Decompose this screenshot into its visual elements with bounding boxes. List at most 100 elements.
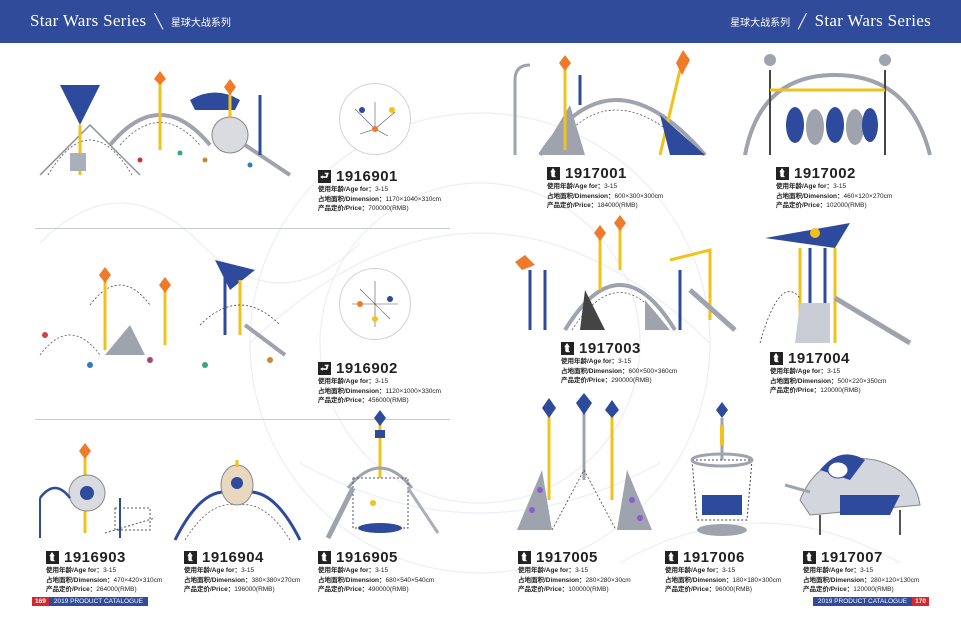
plan-view-1916902 [339,268,411,340]
dimension-value: 280×120×130cm [870,576,920,584]
price-value: 490000(RMB) [368,586,409,593]
product-info-1916904: ⮬1916904 使用年龄/Age for：3-15 占地面积/Dimensio… [184,549,301,593]
age-value: 3-15 [860,567,874,574]
age-value: 3-15 [618,358,632,365]
arrow-left-icon: ⮐ [318,170,331,183]
product-info-1916901: ⮐1916901 使用年龄/Age for：3-15 占地面积/Dimensio… [318,168,442,212]
age-value: 3-15 [375,567,389,574]
product-image-1917002 [743,54,932,156]
arrow-up-icon: ⮬ [184,551,197,564]
dimension-value: 280×280×30cm [585,576,631,584]
product-code: 1917002 [794,165,856,182]
product-code: 1916905 [336,549,398,566]
series-title-cn-right: 星球大战系列 [730,17,791,29]
product-code: 1917005 [536,549,598,566]
product-code: 1916902 [336,360,398,377]
price-value: 290000(RMB) [611,377,652,384]
dimension-value: 680×540×540cm [385,576,435,584]
product-info-1917005: ⮬1917005 使用年龄/Age for：3-15 占地面积/Dimensio… [518,549,631,593]
product-image-1916902 [39,260,287,368]
arrow-up-icon: ⮬ [561,342,574,355]
product-image-1917006 [690,402,754,536]
product-image-1917001 [513,50,707,157]
age-value: 3-15 [241,567,255,574]
arrow-up-icon: ⮬ [547,167,560,180]
product-image-1917003 [515,215,737,332]
age-value: 3-15 [833,183,847,190]
header-right: 星球大战系列 ╱ Star Wars Series [730,11,931,31]
dimension-value: 600×300×300cm [614,192,664,200]
product-image-1917005 [517,393,652,531]
arrow-up-icon: ⮬ [770,352,783,365]
product-image-1917004 [759,223,912,346]
product-info-1917006: ⮬1917006 使用年龄/Age for：3-15 占地面积/Dimensio… [665,549,782,593]
product-code: 1916903 [64,549,126,566]
dimension-value: 1120×1000×330cm [385,387,442,395]
dimension-value: 500×220×350cm [837,377,887,385]
age-value: 3-15 [604,183,618,190]
row-divider [35,228,450,229]
price-value: 700000(RMB) [368,205,409,212]
price-value: 102000(RMB) [826,202,867,209]
product-info-1916902: ⮐1916902 使用年龄/Age for：3-15 占地面积/Dimensio… [318,360,442,404]
age-value: 3-15 [827,368,841,375]
price-value: 264000(RMB) [96,586,137,593]
product-image-1916903 [39,443,156,538]
product-code: 1917006 [683,549,745,566]
product-info-1916903: ⮬1916903 使用年龄/Age for：3-15 占地面积/Dimensio… [46,549,163,593]
price-value: 96000(RMB) [715,586,753,593]
product-info-1916905: ⮬1916905 使用年龄/Age for：3-15 占地面积/Dimensio… [318,549,435,593]
dimension-value: 470×420×310cm [113,576,163,584]
age-value: 3-15 [722,567,736,574]
arrow-up-icon: ⮬ [776,167,789,180]
arrow-up-icon: ⮬ [665,551,678,564]
age-value: 3-15 [575,567,589,574]
product-image-1916905 [325,410,440,540]
catalogue-label-right: 2019 PRODUCT CATALOGUE [812,597,913,606]
page-number-right: 170 [912,597,929,606]
page-header: Star Wars Series ╲ 星球大战系列 星球大战系列 ╱ Star … [0,0,961,43]
footer-right: 2019 PRODUCT CATALOGUE 170 [812,597,929,606]
product-info-1917007: ⮬1917007 使用年龄/Age for：3-15 占地面积/Dimensio… [803,549,920,593]
catalogue-label-left: 2019 PRODUCT CATALOGUE [48,597,149,606]
dimension-value: 180×180×300cm [732,576,782,584]
plan-view-1916901 [339,83,411,155]
product-code: 1916904 [202,549,264,566]
product-info-1917002: ⮬1917002 使用年龄/Age for：3-15 占地面积/Dimensio… [776,165,893,209]
arrow-up-icon: ⮬ [518,551,531,564]
price-value: 184000(RMB) [597,202,638,209]
product-code: 1917007 [821,549,883,566]
product-code: 1917001 [565,165,627,182]
page-number-left: 169 [32,597,49,606]
slash-divider-icon: ╲ [154,12,163,29]
dimension-value: 380×380×270cm [251,576,301,584]
product-code: 1916901 [336,168,398,185]
price-value: 196000(RMB) [234,586,275,593]
series-title-en-left: Star Wars Series [30,11,147,30]
dimension-value: 460×120×270cm [843,192,893,200]
price-value: 120000(RMB) [820,387,861,394]
price-value: 456000(RMB) [368,397,409,404]
arrow-up-icon: ⮬ [803,551,816,564]
age-value: 3-15 [103,567,117,574]
dimension-value: 1170×1040×310cm [385,195,442,203]
arrow-left-icon: ⮐ [318,362,331,375]
age-value: 3-15 [375,186,389,193]
product-info-1917004: ⮬1917004 使用年龄/Age for：3-15 占地面积/Dimensio… [770,350,887,394]
slash-divider-icon: ╱ [798,12,807,29]
price-value: 100000(RMB) [568,586,609,593]
product-info-1917001: ⮬1917001 使用年龄/Age for：3-15 占地面积/Dimensio… [547,165,664,209]
product-image-1916901 [39,71,292,177]
row-divider [35,419,450,420]
product-image-1916904 [173,460,302,541]
arrow-up-icon: ⮬ [318,551,331,564]
price-value: 120000(RMB) [853,586,894,593]
series-title-cn-left: 星球大战系列 [170,17,231,29]
footer-left: 169 2019 PRODUCT CATALOGUE [32,597,149,606]
dimension-value: 600×500×360cm [628,367,678,375]
product-code: 1917004 [788,350,850,367]
arrow-up-icon: ⮬ [46,551,59,564]
product-code: 1917003 [579,340,641,357]
series-title-en-right: Star Wars Series [814,11,931,30]
header-left: Star Wars Series ╲ 星球大战系列 [30,11,231,31]
